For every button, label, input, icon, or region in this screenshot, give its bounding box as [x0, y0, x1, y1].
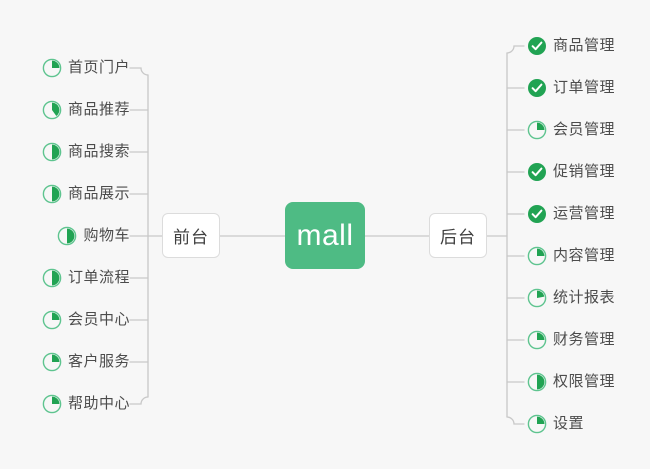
- pie-progress-icon: [42, 142, 62, 162]
- leaf-item-label: 帮助中心: [67, 395, 130, 412]
- leaf-item-label: 促销管理: [553, 163, 616, 180]
- pie-progress-icon: [42, 310, 62, 330]
- pie-progress-icon: [58, 226, 77, 246]
- leaf-item-right-9[interactable]: 设置: [527, 411, 584, 437]
- pie-progress-icon: [527, 288, 547, 308]
- pie-progress-icon: [42, 100, 62, 120]
- pie-progress-icon: [527, 120, 547, 140]
- check-circle-icon: [528, 163, 546, 181]
- leaf-item-left-5[interactable]: 订单流程: [42, 265, 130, 291]
- leaf-item-label: 会员中心: [67, 311, 130, 328]
- leaf-item-label: 会员管理: [553, 121, 616, 138]
- check-circle-icon: [528, 37, 546, 55]
- leaf-item-label: 商品管理: [553, 37, 616, 54]
- leaf-item-label: 商品推荐: [67, 101, 130, 118]
- pie-progress-icon: [527, 372, 547, 392]
- leaf-item-right-2[interactable]: 会员管理: [527, 117, 615, 143]
- root-node-mall[interactable]: mall: [285, 202, 365, 269]
- leaf-item-left-2[interactable]: 商品搜索: [42, 139, 130, 165]
- leaf-item-label: 运营管理: [553, 205, 616, 222]
- leaf-item-left-6[interactable]: 会员中心: [42, 307, 130, 333]
- leaf-item-left-4[interactable]: 购物车: [57, 223, 130, 249]
- leaf-item-label: 统计报表: [553, 289, 616, 306]
- leaf-item-left-0[interactable]: 首页门户: [42, 55, 130, 81]
- pie-progress-icon: [42, 394, 62, 414]
- leaf-item-right-7[interactable]: 财务管理: [527, 327, 615, 353]
- check-circle-icon: [528, 205, 546, 223]
- root-node-label: mall: [296, 218, 354, 252]
- leaf-item-label: 订单管理: [553, 79, 616, 96]
- pie-progress-icon: [527, 414, 547, 434]
- pie-progress-icon: [42, 58, 62, 78]
- branch-node-front-label: 前台: [173, 228, 209, 247]
- leaf-item-right-4[interactable]: 运营管理: [527, 201, 615, 227]
- leaf-item-label: 内容管理: [553, 247, 616, 264]
- leaf-item-label: 商品搜索: [67, 143, 130, 160]
- pie-progress-icon: [42, 352, 62, 372]
- leaf-item-right-1[interactable]: 订单管理: [527, 75, 615, 101]
- branch-node-front[interactable]: 前台: [162, 213, 220, 258]
- leaf-item-left-8[interactable]: 帮助中心: [42, 391, 130, 417]
- leaf-item-label: 客户服务: [67, 353, 130, 370]
- leaf-item-left-3[interactable]: 商品展示: [42, 181, 130, 207]
- leaf-item-right-3[interactable]: 促销管理: [527, 159, 615, 185]
- pie-progress-icon: [527, 246, 547, 266]
- leaf-item-label: 商品展示: [67, 185, 130, 202]
- pie-progress-icon: [42, 184, 62, 204]
- pie-progress-icon: [527, 330, 547, 350]
- leaf-item-label: 权限管理: [553, 373, 616, 390]
- leaf-item-right-6[interactable]: 统计报表: [527, 285, 615, 311]
- leaf-item-right-5[interactable]: 内容管理: [527, 243, 615, 269]
- leaf-item-label: 首页门户: [67, 59, 130, 76]
- leaf-item-right-8[interactable]: 权限管理: [527, 369, 615, 395]
- branch-node-back-label: 后台: [440, 228, 476, 247]
- leaf-item-left-7[interactable]: 客户服务: [42, 349, 130, 375]
- leaf-item-label: 财务管理: [553, 331, 616, 348]
- leaf-item-label: 订单流程: [67, 269, 130, 286]
- pie-progress-icon: [42, 268, 62, 288]
- leaf-item-label: 设置: [553, 415, 585, 432]
- leaf-item-right-0[interactable]: 商品管理: [527, 33, 615, 59]
- check-circle-icon: [528, 79, 546, 97]
- branch-node-back[interactable]: 后台: [429, 213, 487, 258]
- leaf-item-left-1[interactable]: 商品推荐: [42, 97, 130, 123]
- leaf-item-label: 购物车: [83, 227, 130, 244]
